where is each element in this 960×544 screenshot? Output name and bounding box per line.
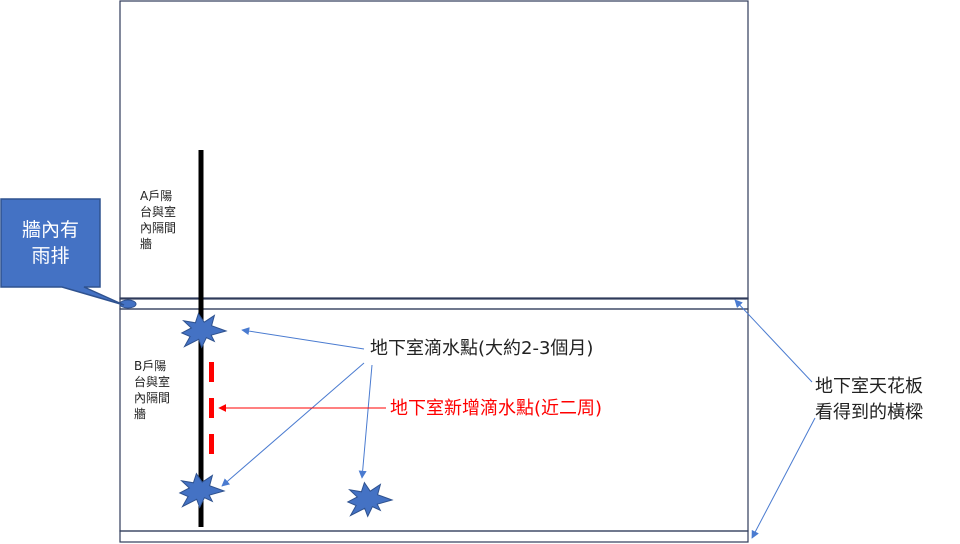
- arrow-beam-upper: [734, 299, 813, 383]
- arrow-drip-to-star-2: [221, 362, 365, 487]
- ceiling-beam-lower: [119, 530, 749, 543]
- unit-b-area: [119, 308, 749, 532]
- drip-points-label: 地下室滴水點(大約2-3個月): [370, 338, 594, 359]
- arrow-beam-lower: [751, 417, 816, 539]
- drip-point-star-2: [178, 472, 226, 509]
- new-drip-points-label: 地下室新增滴水點(近二周): [390, 398, 603, 419]
- arrow-drip-to-star-1: [241, 327, 365, 350]
- new-drip-mark-1: [209, 362, 214, 382]
- rain-pipe-callout-text: 牆內有 雨排: [21, 219, 79, 267]
- ceiling-beam-label: 地下室天花板 看得到的橫樑: [815, 376, 923, 423]
- drip-point-star-1: [180, 312, 228, 349]
- ceiling-beam-upper: [119, 297, 749, 310]
- rain-pipe-callout-box: [0, 198, 125, 306]
- drip-point-star-3: [346, 481, 394, 518]
- unit-a-wall-label: A戶陽 台與室 內隔間 牆: [140, 189, 177, 251]
- unit-a-area: [119, 0, 749, 300]
- arrow-drip-to-star-3: [358, 364, 373, 479]
- new-drip-mark-3: [209, 434, 214, 454]
- new-drip-mark-2: [209, 398, 214, 418]
- unit-b-wall-label: B戶陽 台與室 內隔間 牆: [134, 359, 171, 421]
